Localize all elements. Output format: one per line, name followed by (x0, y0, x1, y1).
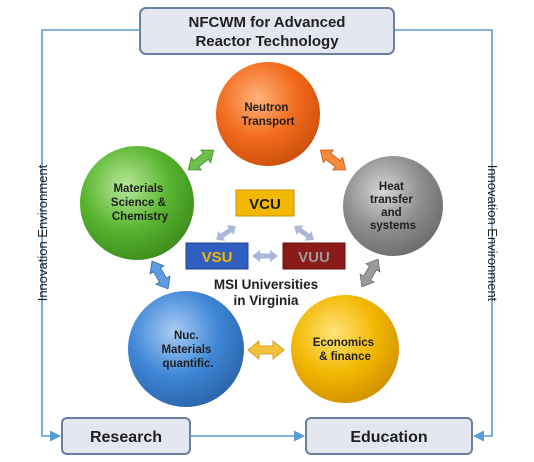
title-line-1: NFCWM for Advanced (189, 14, 346, 31)
circle-neutron-transport: Neutron Transport (216, 62, 320, 166)
neutron-heat-arrow (319, 149, 347, 171)
title-box: NFCWM for Advanced Reactor Technology (139, 7, 395, 55)
economics-label-line-1: Economics (313, 337, 374, 349)
economics-label: Economics & finance (313, 337, 378, 363)
neutron-label: Neutron Transport (241, 102, 294, 128)
vsu-label: VSU (202, 249, 233, 266)
education-box: Education (305, 417, 473, 455)
vcu-label: VCU (249, 196, 281, 213)
frame-left-line (41, 29, 140, 442)
heat-label: Heat transfer and systems (370, 181, 416, 232)
education-label: Education (350, 429, 427, 446)
nuclear-materials-arrow (149, 260, 171, 290)
vcu-badge: VCU (235, 189, 295, 217)
circle-materials-science: Materials Science & Chemistry (80, 146, 194, 260)
left-side-label: Innovation Environment (35, 164, 50, 301)
title-line-2: Reactor Technology (195, 33, 339, 50)
vuu-label: VUU (298, 249, 330, 266)
nuclear-label-line-3: quantific. (162, 358, 213, 370)
heat-label-line-2: transfer (370, 194, 413, 206)
university-cluster: VCU VSU VUU MSI Universities in Virginia (185, 189, 346, 308)
center-caption-line-2: in Virginia (233, 293, 299, 308)
circle-economics: Economics & finance (291, 295, 399, 403)
neutron-label-line-1: Neutron (244, 102, 288, 114)
materials-neutron-arrow (187, 149, 215, 171)
materials-label-line-3: Chemistry (112, 211, 169, 223)
nuclear-label-line-2: Materials (161, 344, 211, 356)
right-side-label: Innovation Environment (485, 165, 500, 302)
heat-label-line-4: systems (370, 220, 416, 232)
center-caption-line-1: MSI Universities (214, 277, 318, 292)
heat-label-line-3: and (381, 207, 401, 219)
circle-heat-transfer: Heat transfer and systems (343, 156, 443, 256)
materials-label-line-2: Science & (111, 197, 166, 209)
vcu-vuu-arrow (294, 225, 314, 241)
materials-label: Materials Science & Chemistry (111, 183, 169, 223)
research-box: Research (61, 417, 191, 455)
economics-nuclear-arrow (247, 340, 285, 360)
vsu-vuu-arrow (252, 250, 278, 262)
vsu-badge: VSU (185, 242, 249, 270)
heat-label-line-1: Heat (379, 181, 404, 193)
connector-arrows (149, 149, 381, 360)
circle-nuclear-materials: Nuc. Materials quantific. (128, 291, 244, 407)
frame-right-line (394, 29, 493, 442)
nuclear-label-line-1: Nuc. (174, 330, 199, 342)
frame-lines (41, 29, 493, 442)
vuu-badge: VUU (282, 242, 346, 270)
research-label: Research (90, 429, 162, 446)
neutron-label-line-2: Transport (241, 116, 294, 128)
materials-label-line-1: Materials (113, 183, 163, 195)
economics-label-line-2: & finance (319, 351, 371, 363)
vcu-vsu-arrow (216, 225, 236, 241)
heat-economics-arrow (359, 258, 381, 288)
nuclear-label: Nuc. Materials quantific. (161, 330, 214, 370)
university-arrows (216, 225, 314, 262)
